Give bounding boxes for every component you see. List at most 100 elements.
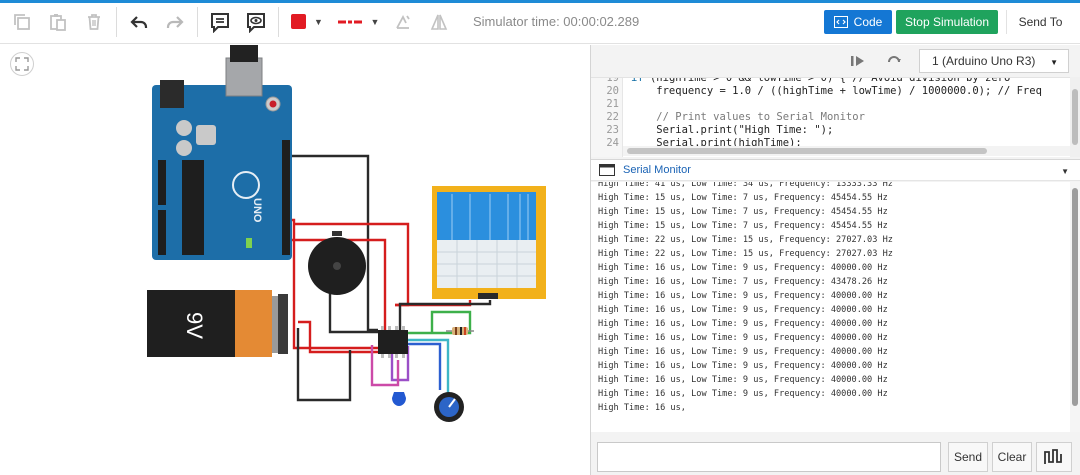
paste-button[interactable] bbox=[40, 0, 76, 44]
accent-strip bbox=[0, 0, 1080, 3]
terminal-icon bbox=[599, 164, 615, 176]
notes-button[interactable] bbox=[202, 0, 238, 44]
color-picker-icon bbox=[291, 14, 307, 29]
board-logo-text: UNO bbox=[251, 198, 263, 223]
device-select-value: 1 (Arduino Uno R3) bbox=[932, 54, 1036, 68]
code-horizontal-scrollbar[interactable] bbox=[623, 146, 1073, 156]
code-line: 22 // Print values to Serial Monitor bbox=[606, 111, 865, 123]
arduino-uno-board[interactable]: UNO bbox=[152, 45, 292, 260]
toolbar-divider bbox=[197, 6, 198, 37]
restart-button[interactable] bbox=[883, 51, 905, 71]
undo-button[interactable] bbox=[121, 0, 157, 44]
device-select[interactable]: 1 (Arduino Uno R3) ▼ bbox=[919, 49, 1069, 73]
serial-line: High Time: 41 us, Low Time: 34 us, Frequ… bbox=[598, 182, 893, 189]
paste-icon bbox=[50, 13, 66, 31]
chevron-down-icon: ▼ bbox=[370, 16, 380, 27]
piezo-buzzer[interactable] bbox=[308, 231, 366, 295]
notes-icon bbox=[211, 12, 229, 33]
code-button[interactable]: Code bbox=[824, 10, 892, 34]
redo-icon bbox=[166, 15, 184, 28]
copy-icon bbox=[14, 13, 30, 30]
line-gutter bbox=[591, 78, 623, 157]
circuit-canvas[interactable]: UNO 9V bbox=[0, 45, 590, 475]
chevron-down-icon[interactable]: ▼ bbox=[1061, 167, 1069, 176]
serial-line: High Time: 15 us, Low Time: 7 us, Freque… bbox=[598, 207, 888, 217]
scrollbar-thumb[interactable] bbox=[1072, 89, 1078, 145]
serial-line: High Time: 15 us, Low Time: 7 us, Freque… bbox=[598, 193, 888, 203]
code-line: 23 Serial.print("High Time: "); bbox=[606, 124, 834, 136]
resistor[interactable] bbox=[446, 327, 474, 335]
trash-icon bbox=[88, 13, 100, 30]
line-style-button[interactable]: ▼ bbox=[331, 0, 385, 44]
flip-button[interactable] bbox=[421, 0, 457, 44]
delete-button[interactable] bbox=[76, 0, 112, 44]
potentiometer[interactable] bbox=[434, 392, 464, 422]
serial-monitor-header[interactable]: Serial Monitor ▼ bbox=[591, 159, 1080, 181]
code-line: 20 frequency = 1.0 / ((highTime + lowTim… bbox=[606, 85, 1042, 97]
code-icon bbox=[833, 16, 848, 28]
serial-input-row: Send Clear bbox=[591, 435, 1080, 475]
rotate-icon bbox=[396, 14, 410, 29]
serial-line: High Time: 16 us, Low Time: 7 us, Freque… bbox=[598, 277, 888, 287]
rotate-button[interactable] bbox=[385, 0, 421, 44]
fit-view-button[interactable] bbox=[10, 52, 34, 76]
refresh-icon bbox=[888, 56, 901, 63]
code-button-label: Code bbox=[853, 15, 883, 29]
wire-black-2 bbox=[296, 328, 352, 402]
zoom-to-fit-icon bbox=[15, 57, 29, 71]
waveform-icon bbox=[1044, 449, 1062, 464]
serial-monitor-title: Serial Monitor bbox=[623, 164, 691, 176]
scrollbar-thumb[interactable] bbox=[627, 148, 987, 154]
color-picker-button[interactable]: ▼ bbox=[283, 0, 331, 44]
oscilloscope[interactable] bbox=[432, 186, 546, 299]
serial-line: High Time: 16 us, Low Time: 9 us, Freque… bbox=[598, 375, 888, 385]
visibility-button[interactable] bbox=[238, 0, 274, 44]
serial-line: High Time: 22 us, Low Time: 15 us, Frequ… bbox=[598, 249, 893, 259]
step-icon bbox=[851, 56, 864, 66]
toolbar-divider bbox=[278, 6, 279, 37]
code-vertical-scrollbar[interactable] bbox=[1070, 77, 1080, 157]
wire-purple-1 bbox=[390, 346, 410, 382]
serial-line: High Time: 16 us, Low Time: 9 us, Freque… bbox=[598, 319, 888, 329]
wire-red-4 bbox=[298, 320, 378, 354]
wire-blue-1 bbox=[408, 342, 442, 390]
eye-icon bbox=[247, 12, 265, 33]
serial-line: High Time: 16 us, Low Time: 9 us, Freque… bbox=[598, 333, 888, 343]
simulator-time: Simulator time: 00:00:02.289 bbox=[473, 14, 640, 29]
serial-output[interactable]: High Time: 41 us, Low Time: 34 us, Frequ… bbox=[591, 182, 1080, 432]
serial-vertical-scrollbar[interactable] bbox=[1070, 182, 1080, 432]
serial-line: High Time: 15 us, Low Time: 7 us, Freque… bbox=[598, 221, 888, 231]
timer-ic[interactable] bbox=[378, 326, 408, 358]
scrollbar-thumb[interactable] bbox=[1072, 188, 1078, 406]
serial-line: High Time: 16 us, bbox=[598, 403, 686, 413]
stop-simulation-button[interactable]: Stop Simulation bbox=[896, 10, 998, 34]
battery-label: 9V bbox=[182, 312, 207, 339]
serial-input[interactable] bbox=[597, 442, 941, 472]
serial-line: High Time: 16 us, Low Time: 9 us, Freque… bbox=[598, 291, 888, 301]
clear-button[interactable]: Clear bbox=[992, 442, 1032, 472]
redo-button[interactable] bbox=[157, 0, 193, 44]
top-toolbar: ▼ ▼ Simulator time: 00:00:02.289 Code St… bbox=[0, 0, 1080, 44]
send-button[interactable]: Send bbox=[948, 442, 988, 472]
circuit-drawing[interactable]: UNO 9V bbox=[0, 45, 590, 475]
code-line: 21 bbox=[606, 98, 619, 110]
wire-teal-1 bbox=[408, 338, 450, 395]
step-button[interactable] bbox=[847, 51, 869, 71]
capacitor[interactable] bbox=[392, 392, 406, 406]
flip-icon bbox=[430, 14, 448, 30]
send-to-button[interactable]: Send To bbox=[1006, 10, 1074, 34]
code-toolbar: 1 (Arduino Uno R3) ▼ bbox=[591, 45, 1080, 77]
graph-button[interactable] bbox=[1036, 442, 1072, 472]
copy-button[interactable] bbox=[4, 0, 40, 44]
serial-line: High Time: 16 us, Low Time: 9 us, Freque… bbox=[598, 305, 888, 315]
serial-line: High Time: 22 us, Low Time: 15 us, Frequ… bbox=[598, 235, 893, 245]
battery-9v[interactable]: 9V bbox=[147, 290, 288, 357]
line-style-icon bbox=[337, 19, 362, 24]
wire-pink-1 bbox=[370, 345, 400, 387]
undo-icon bbox=[130, 15, 148, 28]
serial-line: High Time: 16 us, Low Time: 9 us, Freque… bbox=[598, 389, 888, 399]
chevron-down-icon: ▼ bbox=[1050, 58, 1058, 67]
